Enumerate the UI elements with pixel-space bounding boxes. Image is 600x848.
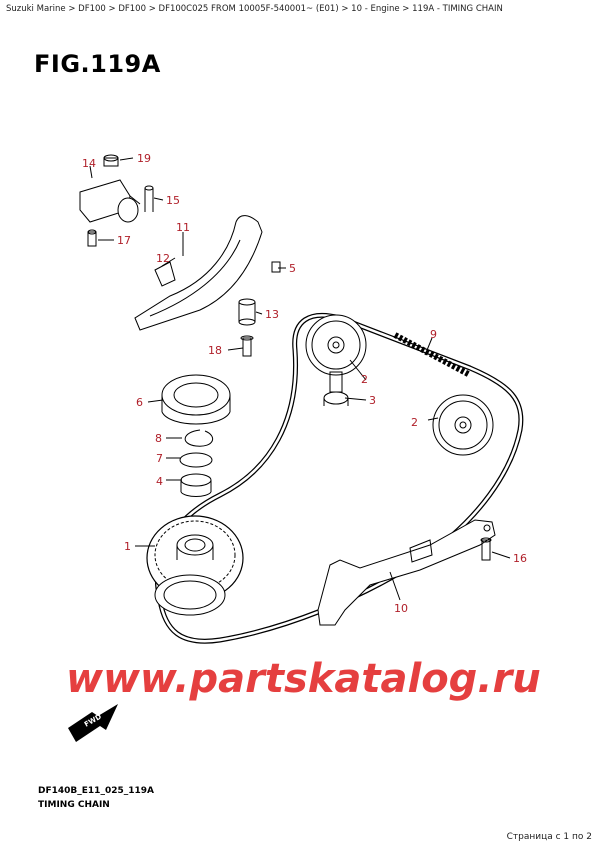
chain-guide-lower xyxy=(317,519,496,626)
bushing-13 xyxy=(238,298,256,326)
bolt-3 xyxy=(323,371,349,406)
callout-5: 5 xyxy=(289,262,296,275)
pin-15 xyxy=(144,185,154,212)
callout-14: 14 xyxy=(82,157,96,170)
breadcrumb[interactable]: Suzuki Marine > DF100 > DF100 > DF100C02… xyxy=(6,4,503,14)
bolt-17 xyxy=(87,229,97,247)
ring xyxy=(179,452,213,468)
tensioner xyxy=(79,179,141,223)
fwd-arrow-icon: FWD xyxy=(68,704,118,742)
cam-sprocket-upper xyxy=(305,314,367,376)
callout-15: 15 xyxy=(166,194,180,207)
callout-4: 4 xyxy=(156,475,163,488)
callout-16: 16 xyxy=(513,552,527,565)
bolt-19 xyxy=(103,154,119,167)
callout-17: 17 xyxy=(117,234,131,247)
page-indicator: Страница с 1 по 2 xyxy=(506,832,592,842)
chain-guide-upper xyxy=(134,215,263,331)
callout-1: 1 xyxy=(124,540,131,553)
callout-12: 12 xyxy=(156,252,170,265)
bushing xyxy=(180,473,212,497)
callout-10: 10 xyxy=(394,602,408,615)
bearing xyxy=(161,374,231,425)
callout-13: 13 xyxy=(265,308,279,321)
callout-7: 7 xyxy=(156,452,163,465)
callout-9: 9 xyxy=(430,328,437,341)
bolt-16 xyxy=(480,537,492,561)
pin-5 xyxy=(271,261,281,273)
crank-gear xyxy=(146,515,244,616)
figure-name: TIMING CHAIN xyxy=(38,800,110,810)
figure-title: FIG.119A xyxy=(34,50,161,78)
bolt-18 xyxy=(240,335,254,357)
chain-segment xyxy=(393,332,472,378)
cam-sprocket-lower xyxy=(432,394,494,456)
callout-8: 8 xyxy=(155,432,162,445)
callout-19: 19 xyxy=(137,152,151,165)
callout-6: 6 xyxy=(136,396,143,409)
callout-18: 18 xyxy=(208,344,222,357)
callout-2b: 2 xyxy=(411,416,418,429)
watermark: www.partskatalog.ru xyxy=(66,656,541,702)
circlip xyxy=(184,429,214,447)
callout-2a: 2 xyxy=(361,373,368,386)
callout-11: 11 xyxy=(176,221,190,234)
figure-code: DF140B_E11_025_119A xyxy=(38,786,154,796)
callout-3: 3 xyxy=(369,394,376,407)
